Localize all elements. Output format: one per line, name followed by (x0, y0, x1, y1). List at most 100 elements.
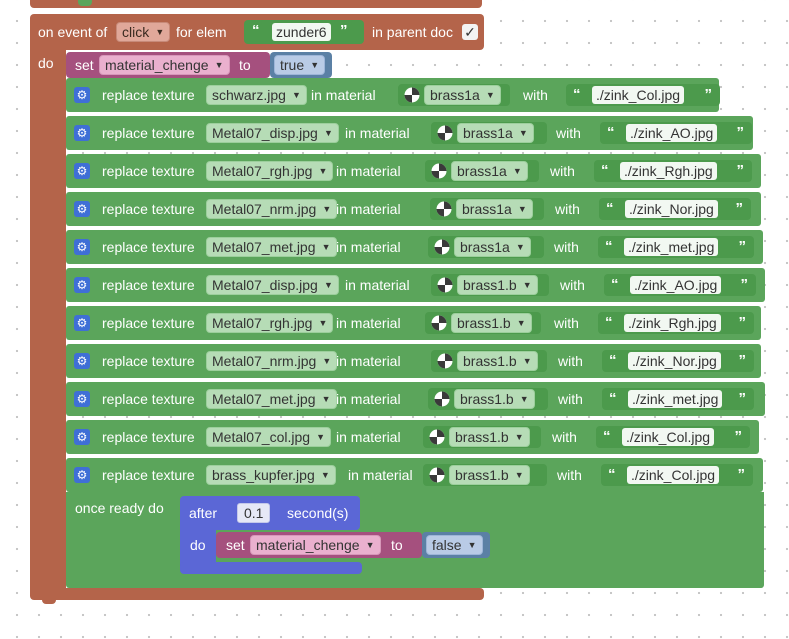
material-dropdown[interactable]: brass1.b▼ (454, 389, 535, 409)
file-path-field[interactable]: ./zink_Col.jpg (627, 466, 720, 484)
material-dropdown[interactable]: brass1.b▼ (457, 351, 538, 371)
set-variable-block[interactable]: set material_chenge▼ to (66, 52, 270, 78)
material-dropdown[interactable]: brass1a▼ (457, 123, 534, 143)
material-block[interactable]: brass1a▼ (430, 198, 544, 220)
material-dropdown[interactable]: brass1.b▼ (451, 313, 532, 333)
file-path-field[interactable]: ./zink_Col.jpg (592, 86, 685, 104)
file-string-block[interactable]: “./zink_Nor.jpg” (599, 198, 751, 220)
gear-icon[interactable]: ⚙ (74, 391, 90, 407)
replace-texture-label: replace texture (102, 201, 195, 217)
texture-dropdown[interactable]: Metal07_met.jpg▼ (206, 389, 337, 409)
material-dropdown[interactable]: brass1.b▼ (457, 275, 538, 295)
texture-dropdown[interactable]: Metal07_col.jpg▼ (206, 427, 332, 447)
texture-dropdown[interactable]: brass_kupfer.jpg▼ (206, 465, 336, 485)
material-dropdown[interactable]: brass1a▼ (424, 85, 501, 105)
texture-dropdown[interactable]: Metal07_disp.jpg▼ (206, 123, 339, 143)
material-block[interactable]: brass1.b▼ (428, 388, 548, 410)
file-string-block[interactable]: “./zink_Rgh.jpg” (594, 160, 752, 182)
file-string-block[interactable]: “./zink_Col.jpg” (566, 84, 720, 106)
texture-dropdown[interactable]: Metal07_disp.jpg▼ (206, 275, 339, 295)
file-path-field[interactable]: ./zink_Rgh.jpg (620, 162, 717, 180)
material-dropdown[interactable]: brass1.b▼ (449, 465, 530, 485)
file-string-block[interactable]: “./zink_met.jpg” (602, 388, 754, 410)
file-string-block[interactable]: “./zink_met.jpg” (598, 236, 754, 258)
file-string-block[interactable]: “./zink_Rgh.jpg” (598, 312, 754, 334)
texture-dropdown[interactable]: schwarz.jpg▼ (206, 85, 307, 105)
file-string-block[interactable]: “./zink_Col.jpg” (596, 426, 750, 448)
file-path-field[interactable]: ./zink_met.jpg (624, 238, 719, 256)
material-dropdown[interactable]: brass1a▼ (456, 199, 533, 219)
variable-dropdown[interactable]: material_chenge▼ (250, 535, 381, 555)
material-block[interactable]: brass1.b▼ (423, 464, 547, 486)
file-string-block[interactable]: “./zink_Nor.jpg” (602, 350, 754, 372)
material-block[interactable]: brass1.b▼ (431, 274, 549, 296)
with-label: with (555, 201, 580, 217)
event-type-dropdown[interactable]: click▼ (116, 22, 171, 42)
after-label: after (189, 505, 218, 521)
file-path-field[interactable]: ./zink_AO.jpg (626, 124, 718, 142)
material-block[interactable]: brass1.b▼ (425, 312, 541, 334)
gear-icon[interactable]: ⚙ (74, 353, 90, 369)
material-block[interactable]: brass1.b▼ (423, 426, 541, 448)
elem-string-block[interactable]: “ zunder6 ” (244, 20, 364, 44)
replace-texture-label: replace texture (102, 163, 195, 179)
with-label: with (558, 353, 583, 369)
file-string-block[interactable]: “./zink_AO.jpg” (604, 274, 756, 296)
variable-dropdown[interactable]: material_chenge▼ (99, 55, 230, 75)
file-path-field[interactable]: ./zink_AO.jpg (630, 276, 722, 294)
gear-icon[interactable]: ⚙ (74, 201, 90, 217)
boolean-block[interactable]: true▼ (270, 52, 332, 78)
file-string-block[interactable]: “./zink_Col.jpg” (601, 464, 753, 486)
gear-icon[interactable]: ⚙ (74, 125, 90, 141)
file-path-field[interactable]: ./zink_Nor.jpg (625, 200, 718, 218)
material-block[interactable]: brass1a▼ (398, 84, 510, 106)
texture-dropdown[interactable]: Metal07_rgh.jpg▼ (206, 313, 334, 333)
set-label: set (226, 537, 245, 553)
file-path-field[interactable]: ./zink_met.jpg (628, 390, 723, 408)
file-path-field[interactable]: ./zink_Nor.jpg (628, 352, 721, 370)
dropdown-caret-icon: ▼ (321, 242, 331, 252)
material-block[interactable]: brass1.b▼ (431, 350, 547, 372)
material-block[interactable]: brass1a▼ (431, 122, 547, 144)
texture-dropdown[interactable]: Metal07_nrm.jpg▼ (206, 351, 338, 371)
material-dropdown[interactable]: brass1.b▼ (449, 427, 530, 447)
gear-icon[interactable]: ⚙ (74, 277, 90, 293)
gear-icon[interactable]: ⚙ (74, 315, 90, 331)
elem-name-field[interactable]: zunder6 (272, 23, 331, 41)
gear-icon[interactable]: ⚙ (74, 87, 90, 103)
file-path-field[interactable]: ./zink_Rgh.jpg (624, 314, 721, 332)
texture-dropdown[interactable]: Metal07_rgh.jpg▼ (206, 161, 334, 181)
boolean-dropdown[interactable]: false▼ (426, 535, 483, 555)
boolean-block-2[interactable]: false▼ (422, 532, 490, 558)
set-variable-block-2[interactable]: set material_chenge▼ to (216, 532, 422, 558)
file-path-field[interactable]: ./zink_Col.jpg (622, 428, 715, 446)
file-string-block[interactable]: “./zink_AO.jpg” (600, 122, 752, 144)
gear-icon[interactable]: ⚙ (74, 163, 90, 179)
parent-doc-checkbox[interactable]: ✓ (462, 24, 478, 40)
seconds-input[interactable]: 0.1 (237, 503, 271, 523)
gear-icon[interactable]: ⚙ (74, 467, 90, 483)
gear-icon[interactable]: ⚙ (74, 239, 90, 255)
dropdown-caret-icon: ▼ (467, 540, 477, 550)
material-dropdown[interactable]: brass1a▼ (454, 237, 531, 257)
material-block[interactable]: brass1a▼ (425, 160, 539, 182)
material-dropdown[interactable]: brass1a▼ (451, 161, 528, 181)
gear-icon[interactable]: ⚙ (74, 429, 90, 445)
texture-name: Metal07_nrm.jpg (212, 353, 317, 369)
after-block[interactable]: after 0.1 second(s) (180, 496, 360, 530)
texture-dropdown[interactable]: Metal07_nrm.jpg▼ (206, 199, 338, 219)
boolean-dropdown[interactable]: true▼ (274, 55, 326, 75)
texture-dropdown[interactable]: Metal07_met.jpg▼ (206, 237, 337, 257)
material-block[interactable]: brass1a▼ (428, 236, 544, 258)
